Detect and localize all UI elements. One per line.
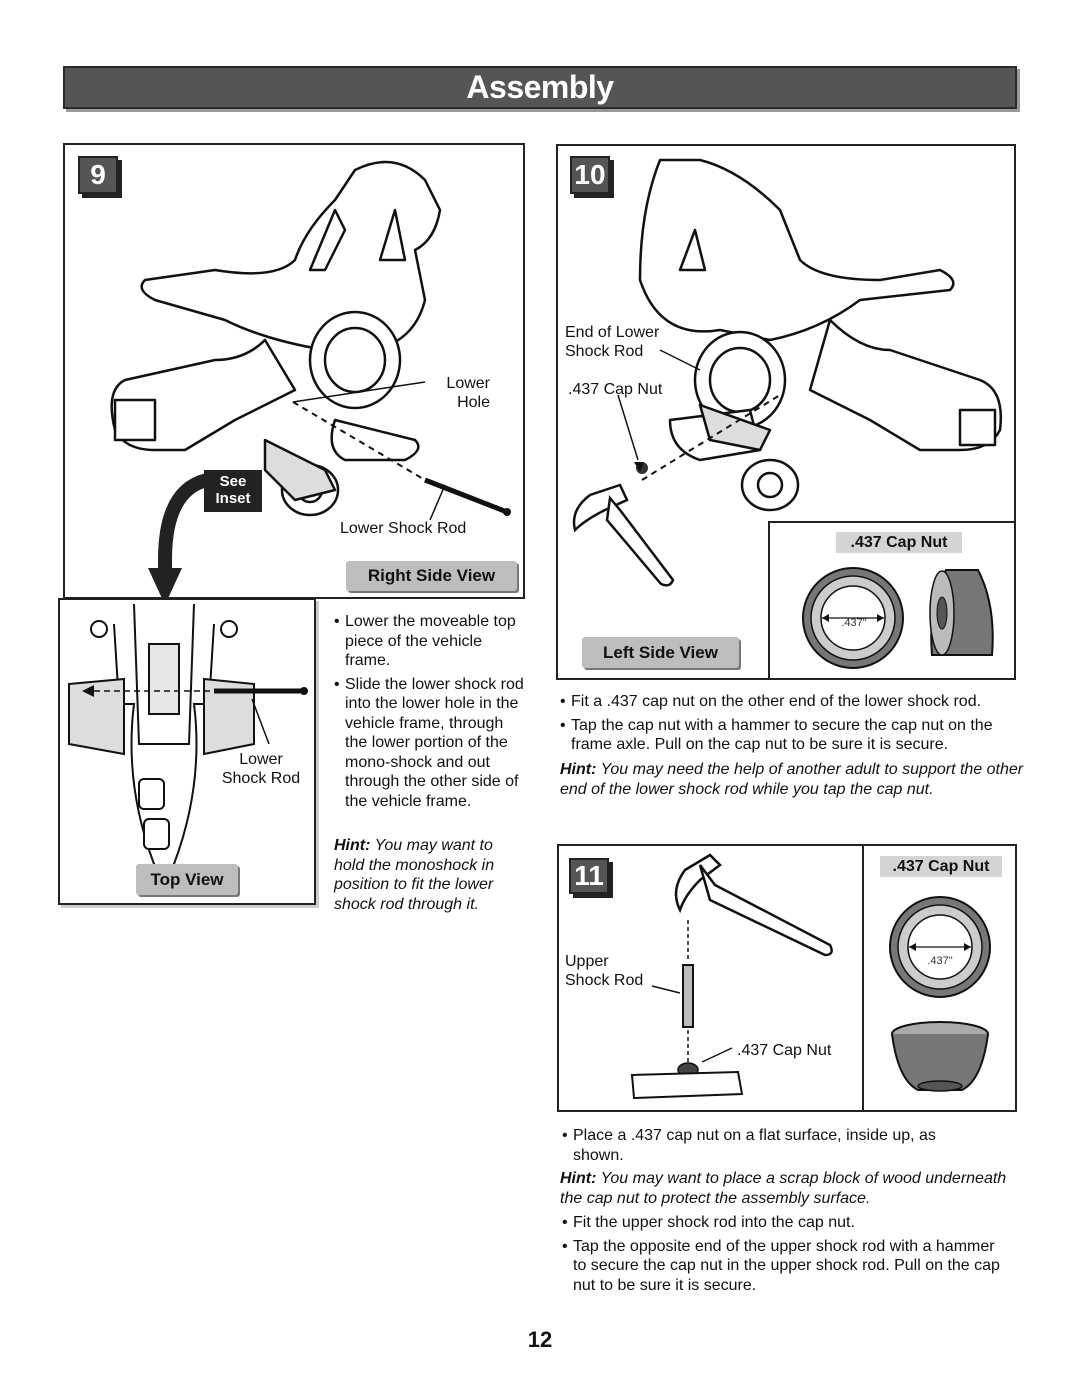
step-11-cap-nut-top-icon	[889, 896, 991, 998]
top-view-label: Top View	[136, 864, 238, 895]
step-11-instructions-bottom: Fit the upper shock rod into the cap nut…	[562, 1213, 1002, 1299]
right-side-view-label: Right Side View	[346, 561, 517, 591]
step-10-cap-nut-top-icon	[802, 567, 904, 669]
step-11-instructions-top: Place a .437 cap nut on a flat surface, …	[562, 1126, 982, 1169]
left-side-view-label: Left Side View	[582, 637, 739, 668]
step-11-inset-divider	[862, 844, 864, 1112]
step-11-cap-nut-callout: .437 Cap Nut	[737, 1042, 832, 1059]
step-9-panel	[63, 143, 525, 599]
step-10-instructions: Fit a .437 cap nut on the other end of t…	[560, 692, 1030, 759]
step-11-illustration	[630, 853, 833, 1100]
section-title: Assembly	[466, 69, 614, 105]
step-10-cap-nut-caption: .437 Cap Nut	[836, 532, 962, 553]
step-11-bullet-1: Place a .437 cap nut on a flat surface, …	[562, 1126, 982, 1165]
lower-hole-callout: Lower Hole	[446, 375, 490, 411]
end-of-lower-shock-rod-callout: End of Lower Shock Rod	[565, 324, 660, 360]
see-inset-arrow	[148, 473, 210, 605]
step-11-cap-nut-side-icon	[891, 1021, 989, 1092]
step-10-size-mark: .437"	[841, 617, 867, 629]
step-11-bullet-2: Fit the upper shock rod into the cap nut…	[562, 1213, 1002, 1233]
upper-shock-rod-callout: Upper Shock Rod	[565, 953, 644, 989]
step-10-badge: 10	[570, 156, 610, 194]
see-inset-tag: See Inset	[204, 470, 262, 512]
step-9-hint: Hint: You may want to hold the monoshock…	[334, 837, 495, 913]
page-number: 12	[527, 1327, 553, 1352]
step-11-hint: Hint: You may want to place a scrap bloc…	[560, 1170, 1007, 1207]
hammer-illustration-step-10	[572, 483, 675, 587]
step-10-cap-nut-callout: .437 Cap Nut	[568, 381, 663, 398]
top-view-illustration	[68, 603, 308, 870]
lower-shock-rod-callout: Lower Shock Rod	[340, 520, 467, 537]
step-9-bullet-1: Lower the moveable top piece of the vehi…	[334, 612, 524, 671]
step-10-vehicle-illustration	[617, 158, 1003, 512]
step-9-bullet-2: Slide the lower shock rod into the lower…	[334, 675, 524, 812]
step-11-size-mark: .437"	[927, 955, 953, 967]
step-9-vehicle-illustration	[110, 160, 511, 521]
section-header: Assembly	[63, 66, 1017, 109]
step-9-instructions: Lower the moveable top piece of the vehi…	[334, 612, 524, 815]
step-10-bullet-2: Tap the cap nut with a hammer to secure …	[560, 716, 1030, 755]
step-11-badge: 11	[569, 858, 609, 894]
step-9-badge: 9	[78, 156, 118, 194]
step-10-cap-nut-side-icon	[929, 569, 994, 656]
inset-lower-shock-rod-callout: Lower Shock Rod	[221, 751, 301, 787]
step-11-cap-nut-caption: .437 Cap Nut	[880, 856, 1002, 877]
step-11-bullet-3: Tap the opposite end of the upper shock …	[562, 1237, 1002, 1296]
step-10-hint: Hint: You may need the help of another a…	[560, 761, 1024, 798]
step-10-bullet-1: Fit a .437 cap nut on the other end of t…	[560, 692, 1030, 712]
